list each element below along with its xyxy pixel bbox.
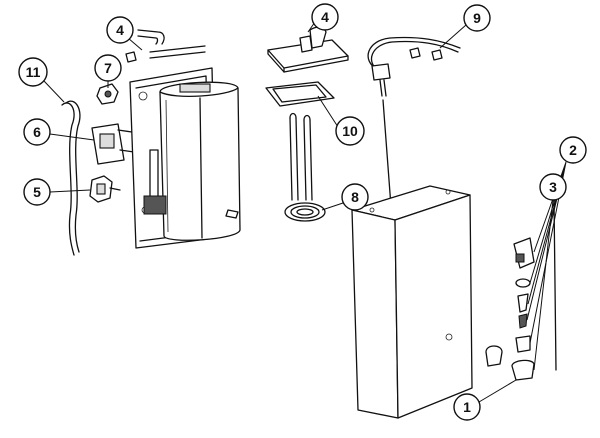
callout-4-hose: 4: [106, 16, 134, 44]
callout-11: 11: [18, 57, 48, 87]
svg-text:5: 5: [33, 184, 41, 200]
callout-1: 1: [453, 393, 481, 421]
callout-10: 10: [335, 116, 365, 146]
svg-text:3: 3: [549, 179, 557, 195]
svg-text:10: 10: [342, 123, 358, 139]
svg-text:6: 6: [33, 124, 41, 140]
part-11-wire: [61, 100, 81, 256]
svg-text:8: 8: [351, 189, 359, 205]
fitting-parts: [485, 199, 557, 381]
callout-6: 6: [23, 118, 51, 146]
callout-2: 2: [559, 136, 587, 164]
svg-text:1: 1: [463, 399, 471, 415]
part-7-clip: [96, 83, 119, 105]
callout-7: 7: [94, 54, 122, 82]
svg-text:7: 7: [104, 60, 112, 76]
callout-3: 3: [539, 173, 567, 201]
part-10-gasket: [265, 81, 335, 107]
svg-text:11: 11: [26, 64, 41, 80]
svg-text:4: 4: [321, 9, 329, 25]
callout-8: 8: [341, 183, 369, 211]
part-5-valve: [89, 175, 121, 203]
part-8-heating-element: [284, 112, 326, 222]
svg-text:2: 2: [569, 142, 577, 158]
part-4-cover-plate: [267, 26, 349, 73]
part-6-switch: [91, 123, 135, 165]
svg-text:9: 9: [473, 10, 481, 26]
svg-text:4: 4: [116, 22, 124, 38]
callout-9: 9: [463, 4, 491, 32]
part-4-hose-left: [125, 29, 206, 63]
callout-4-cover: 4: [311, 3, 339, 31]
back-panel-assembly: [129, 67, 241, 249]
callout-5: 5: [23, 178, 51, 206]
housing-cover: [351, 185, 473, 419]
part-9-cable: [367, 36, 461, 221]
